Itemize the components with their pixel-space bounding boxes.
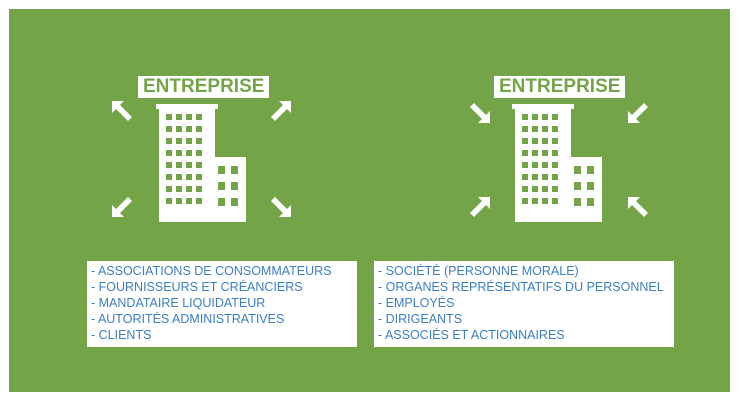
right-building-icon xyxy=(512,104,602,222)
left-building-icon xyxy=(156,104,246,222)
list-item: - SOCIÉTÉ (PERSONNE MORALE) xyxy=(378,264,579,278)
arrow-down-left-icon xyxy=(110,195,134,219)
list-item: - FOURNISSEURS ET CRÉANCIERS xyxy=(91,280,303,294)
list-item: - MANDATAIRE LIQUIDATEUR xyxy=(91,296,266,310)
list-item: - EMPLOYÉS xyxy=(378,296,455,310)
list-item: - ORGANES REPRÉSENTATIFS DU PERSONNEL xyxy=(378,280,664,294)
arrow-up-right-icon xyxy=(468,195,492,219)
list-item: - CLIENTS xyxy=(91,328,152,342)
arrow-down-right-icon xyxy=(468,101,492,125)
right-stakeholder-list: - SOCIÉTÉ (PERSONNE MORALE) - ORGANES RE… xyxy=(374,261,674,347)
green-panel: ENTREPRISE xyxy=(9,9,730,392)
list-item: - ASSOCIÉS ET ACTIONNAIRES xyxy=(378,328,565,342)
arrow-up-left-icon xyxy=(110,99,134,123)
arrow-up-left-icon xyxy=(626,195,650,219)
list-item: - AUTORITÉS ADMINISTRATIVES xyxy=(91,312,285,326)
left-enterprise-label: ENTREPRISE xyxy=(138,76,270,98)
left-stakeholder-list: - ASSOCIATIONS DE CONSOMMATEURS - FOURNI… xyxy=(87,261,357,347)
arrow-up-right-icon xyxy=(269,99,293,123)
arrow-down-right-icon xyxy=(269,195,293,219)
right-enterprise-label: ENTREPRISE xyxy=(494,76,626,98)
list-item: - ASSOCIATIONS DE CONSOMMATEURS xyxy=(91,264,332,278)
arrow-down-left-icon xyxy=(626,101,650,125)
list-item: - DIRIGEANTS xyxy=(378,312,463,326)
